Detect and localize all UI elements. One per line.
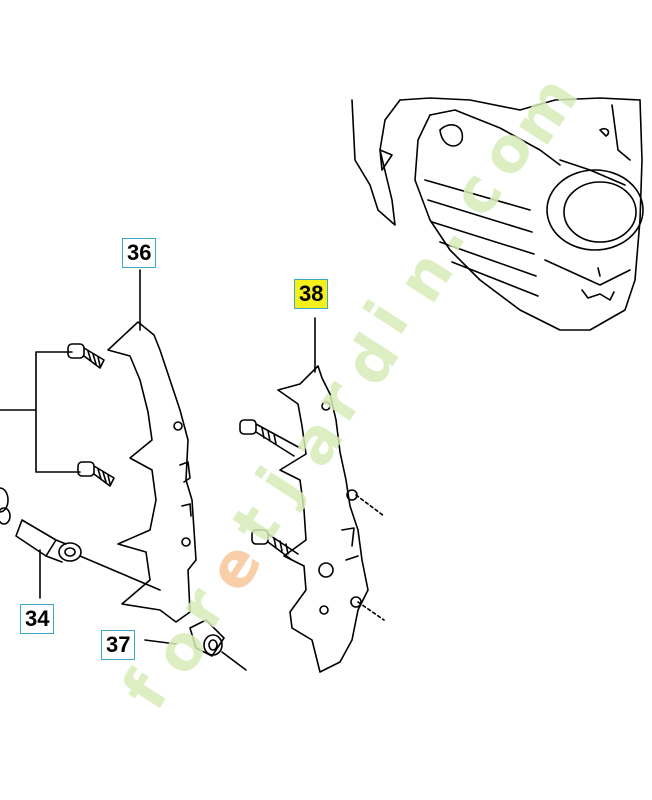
screw-lower-right — [251, 529, 299, 561]
sleeve-34 — [0, 487, 161, 591]
callout-37[interactable]: 37 — [101, 630, 136, 660]
callout-36[interactable]: 36 — [122, 238, 157, 268]
spacer-37 — [189, 619, 247, 671]
spike-plate-36 — [107, 321, 197, 623]
callout-34[interactable]: 34 — [20, 604, 55, 634]
screw-upper-right — [239, 419, 301, 457]
spike-plate-38 — [277, 365, 369, 673]
screw-lower-left — [77, 461, 115, 487]
callout-38[interactable]: 38 — [294, 279, 329, 309]
engine-housing — [351, 97, 644, 331]
screw-upper-left — [67, 343, 105, 369]
